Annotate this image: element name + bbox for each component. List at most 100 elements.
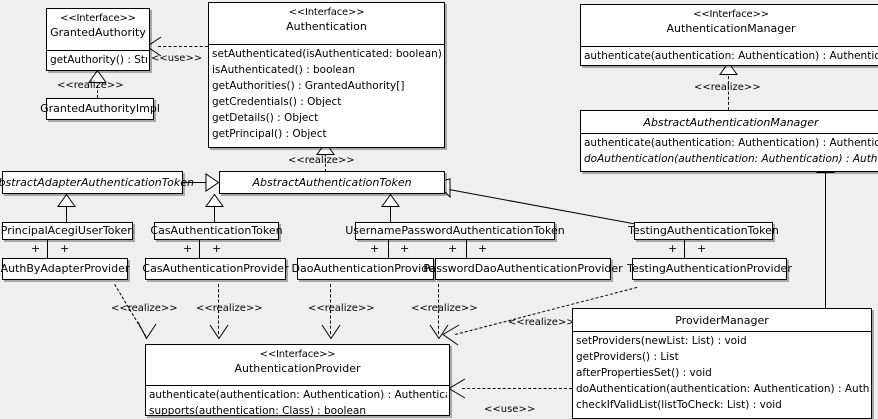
class-cas-authentication-provider[interactable]: CasAuthenticationProvider [142,258,289,280]
arrow-open-realize-dao-authentication-provider [321,324,341,340]
label-realize-abstract-authentication-token: <<realize>> [288,155,355,166]
edge-realize-dao-authentication-provider [330,284,331,334]
triangle-realize-abstract-authentication-manager [719,62,738,75]
label-realize-provider-manager: <<realize>> [508,317,575,328]
arrow-open-use-provider-manager [448,378,466,399]
class-granted-authority[interactable]: <<Interface>> GrantedAuthority getAuthor… [46,8,150,71]
class-abstract-authentication-manager-operations: authenticate(authentication: Authenticat… [581,133,878,168]
assoc-plus-marker: + [31,242,41,255]
edge-generalization-testing-authentication-token [448,189,640,226]
class-granted-authority-impl[interactable]: GrantedAuthorityImpl [40,98,160,120]
operation: authenticate(authentication: Authenticat… [584,137,878,149]
class-auth-by-adapter-provider[interactable]: AuthByAdapterProvider [1,258,129,280]
class-testing-authentication-token[interactable]: TestingAuthenticationToken [628,222,779,240]
operation: setProviders(newList: List) : void [576,335,747,347]
class-abstract-authentication-token[interactable]: AbstractAuthenticationToken [219,171,445,194]
class-authentication-provider[interactable]: <<Interface>> AuthenticationProvider aut… [145,344,450,419]
assoc-plus-marker: + [400,242,410,255]
class-authentication[interactable]: <<Interface>> Authentication setAuthenti… [208,2,445,148]
class-authentication-manager[interactable]: <<Interface>> AuthenticationManager auth… [580,4,878,66]
label-realize-dao-authentication-provider: <<realize>> [308,303,375,314]
operation: checkIfValidList(listToCheck: List) : vo… [576,399,782,411]
edge-generalization-username-password-token [390,194,391,222]
arrow-open-realize-cas-authentication-provider [209,324,229,340]
class-provider-manager-header: ProviderManager [573,309,871,331]
class-cas-authentication-token-name: CasAuthenticationToken [150,224,283,237]
class-password-dao-authentication-provider[interactable]: PasswordDaoAuthenticationProvider [423,258,623,280]
arrow-open-realize-auth-by-adapter-provider [137,320,157,340]
class-testing-authentication-token-name: TestingAuthenticationToken [628,224,779,237]
operation: doAuthentication(authentication: Authent… [584,153,878,165]
edge-assoc-testing-token-provider [684,240,685,258]
operation: getAuthorities() : GrantedAuthority[] [212,80,405,92]
class-authentication-manager-operations: authenticate(authentication: Authenticat… [581,46,878,65]
class-granted-authority-header: <<Interface>> GrantedAuthority [47,9,149,50]
class-testing-authentication-provider[interactable]: TestingAuthenticationProvider [627,258,792,280]
class-authentication-provider-operations: authenticate(authentication: Authenticat… [146,385,449,419]
operation: authenticate(authentication: Authenticat… [584,50,878,62]
class-authentication-stereotype: <<Interface>> [288,7,365,18]
class-granted-authority-impl-name: GrantedAuthorityImpl [40,102,160,115]
class-abstract-authentication-manager[interactable]: AbstractAuthenticationManager authentica… [580,110,878,172]
edge-realize-abstract-authentication-token [325,148,326,172]
operation: getDetails() : Object [212,112,319,124]
class-testing-authentication-provider-name: TestingAuthenticationProvider [627,262,792,275]
class-provider-manager-name: ProviderManager [675,314,769,327]
operation: doAuthentication(authentication: Authent… [576,383,869,395]
arrow-open-realize-testing-authentication-provider [442,324,460,346]
class-password-dao-authentication-provider-name: PasswordDaoAuthenticationProvider [423,262,623,275]
class-username-password-authentication-token[interactable]: UsernamePasswordAuthenticationToken [345,222,565,240]
triangle-generalization-cas-authentication-token [205,194,224,207]
operation: authenticate(authentication: Authenticat… [149,389,447,401]
operation: afterPropertiesSet() : void [576,367,712,379]
class-authentication-manager-name: AuthenticationManager [666,22,796,35]
label-realize-cas-authentication-provider: <<realize>> [196,303,263,314]
class-authentication-provider-stereotype: <<Interface>> [259,349,336,360]
assoc-plus-marker: + [60,242,70,255]
class-cas-authentication-token[interactable]: CasAuthenticationToken [150,222,283,240]
operation: setAuthenticated(isAuthenticated: boolea… [212,48,442,60]
edge-realize-granted-authority-impl [97,70,98,98]
class-principal-acegi-user-token-name: PrincipalAcegiUserToken [0,224,135,237]
edge-realize-password-dao-authentication-provider [438,284,439,334]
assoc-plus-marker: + [448,242,458,255]
class-authentication-provider-header: <<Interface>> AuthenticationProvider [146,345,449,385]
label-use-granted-authority: <<use>> [151,53,203,64]
triangle-realize-granted-authority-impl [88,70,107,83]
arrow-open-realize-password-dao-authentication-provider [429,324,449,340]
edge-realize-abstract-authentication-manager [728,71,729,110]
label-realize-password-dao-authentication-provider: <<realize>> [411,303,478,314]
class-username-password-authentication-token-name: UsernamePasswordAuthenticationToken [345,224,565,237]
assoc-plus-marker: + [697,242,707,255]
class-abstract-authentication-manager-name: AbstractAuthenticationManager [643,116,819,129]
edge-generalization-principal-acegi-user-token [66,194,67,222]
class-granted-authority-operations: getAuthority() : String [47,50,149,69]
edge-assoc-principal-auth-by-adapter [47,240,48,258]
assoc-plus-marker: + [668,242,678,255]
class-cas-authentication-provider-name: CasAuthenticationProvider [142,262,289,275]
edge-assoc-username-password-dao-provider [466,240,467,258]
assoc-plus-marker: + [212,242,222,255]
label-realize-abstract-authentication-manager: <<realize>> [694,82,761,93]
triangle-generalization-username-password-token [381,194,400,207]
label-use-provider-manager: <<use>> [484,404,536,415]
assoc-plus-marker: + [370,242,380,255]
operation: getProviders() : List [576,351,679,363]
class-abstract-adapter-authentication-token[interactable]: AbstractAdapterAuthenticationToken [0,171,194,194]
class-abstract-authentication-manager-header: AbstractAuthenticationManager [581,111,878,133]
class-authentication-provider-name: AuthenticationProvider [234,362,361,375]
class-provider-manager[interactable]: ProviderManager setProviders(newList: Li… [572,308,872,419]
triangle-realize-abstract-authentication-token [316,142,335,155]
triangle-generalization-principal-acegi-user-token [57,194,76,207]
class-principal-acegi-user-token[interactable]: PrincipalAcegiUserToken [0,222,135,240]
class-authentication-manager-stereotype: <<Interface>> [693,9,769,20]
edge-use-granted-authority [158,46,208,47]
class-dao-authentication-provider[interactable]: DaoAuthenticationProvider [292,258,440,280]
edge-generalization-abstract-adapter-token [183,182,208,183]
operation: supports(authentication: Class) : boolea… [149,405,366,417]
class-abstract-authentication-token-name: AbstractAuthenticationToken [252,175,412,189]
triangle-generalization-abstract-adapter-token [205,173,219,192]
assoc-plus-marker: + [183,242,193,255]
edge-realize-cas-authentication-provider [218,284,219,334]
